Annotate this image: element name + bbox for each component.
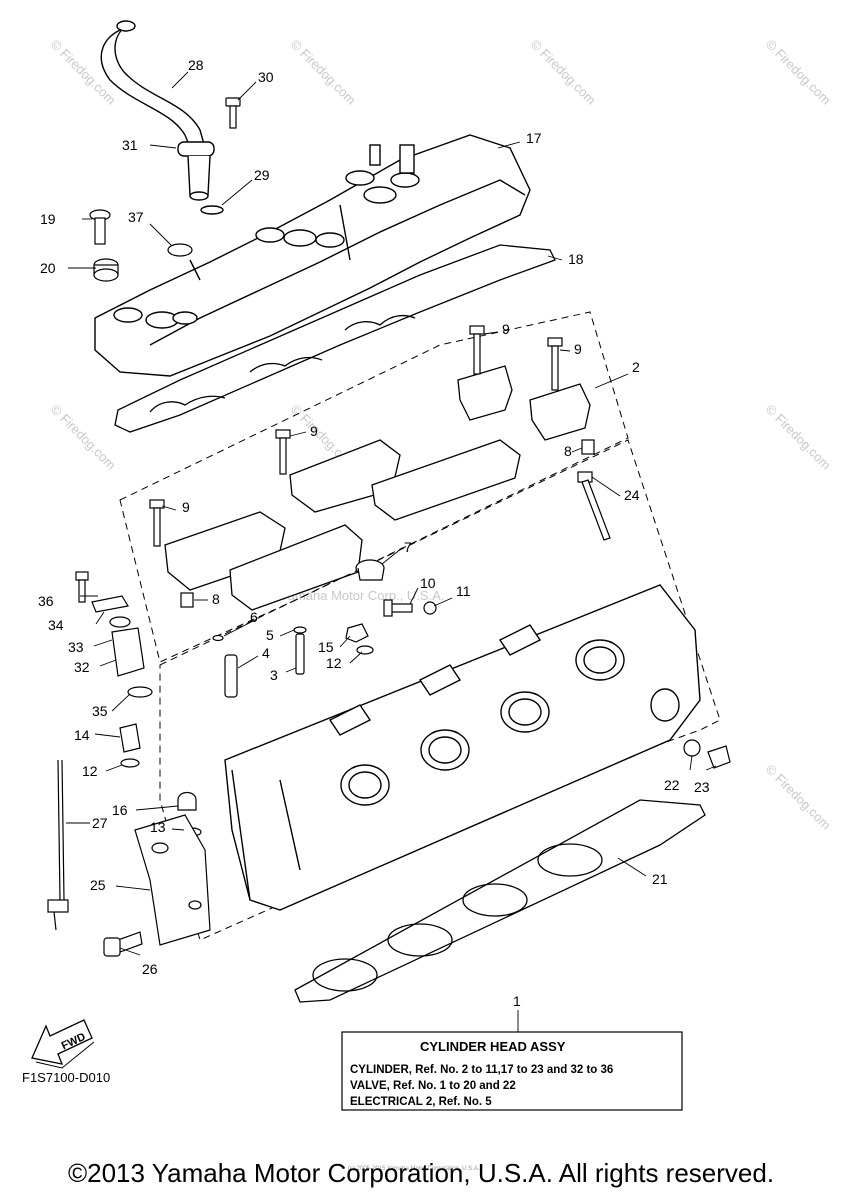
head-gasket — [294, 799, 706, 1003]
callout-7: 7 — [404, 539, 412, 555]
callout-22: 22 — [664, 777, 680, 793]
diagram-code: F1S7100-D010 — [22, 1070, 110, 1085]
callout-11: 11 — [456, 583, 471, 599]
bolt-30 — [225, 97, 241, 129]
legend-line: VALVE, Ref. No. 1 to 20 and 22 — [350, 1080, 516, 1092]
callout-35: 35 — [92, 703, 108, 719]
leader-lines — [66, 71, 717, 1032]
callout-21: 21 — [652, 871, 668, 887]
callout-2: 2 — [632, 359, 640, 375]
callout-9c: 9 — [310, 423, 318, 439]
callout-5: 5 — [266, 627, 274, 643]
camshaft-cap-group — [119, 311, 629, 663]
callout-9b: 9 — [574, 341, 582, 357]
temp-sensor-parts — [75, 571, 153, 768]
callout-17: 17 — [526, 130, 542, 146]
cover-gasket — [114, 244, 556, 433]
callout-24: 24 — [624, 487, 640, 503]
bolt-10 — [383, 599, 437, 617]
wire-27 — [47, 759, 69, 931]
breather-pipe — [100, 20, 224, 215]
callout-37: 37 — [128, 209, 144, 225]
callout-3: 3 — [270, 667, 278, 683]
callout-29: 29 — [254, 167, 270, 183]
callout-30: 30 — [258, 69, 274, 85]
callout-19: 19 — [40, 211, 56, 227]
nut-15 — [345, 623, 374, 655]
watermark-center: Yamaha Motor Corp., U.S.A. — [280, 588, 445, 603]
watermark: © Firedog.com — [288, 37, 359, 108]
legend-title: CYLINDER HEAD ASSY — [420, 1039, 566, 1054]
cylinder-head — [159, 439, 721, 941]
valve-parts — [212, 559, 385, 698]
callout-32: 32 — [74, 659, 90, 675]
bracket-25 — [103, 814, 211, 957]
callout-10: 10 — [420, 575, 436, 591]
callout-8b: 8 — [212, 591, 220, 607]
callout-4: 4 — [262, 645, 270, 661]
callout-9a: 9 — [502, 321, 510, 337]
legend-line: ELECTRICAL 2, Ref. No. 5 — [350, 1096, 492, 1108]
bolt-19 — [89, 209, 193, 282]
small-copyright: (c) 2005-2015 Yamaha Motor Corporation, … — [348, 1166, 480, 1172]
callout-16: 16 — [112, 802, 128, 818]
callout-34: 34 — [48, 617, 64, 633]
callout-33: 33 — [68, 639, 84, 655]
callout-14: 14 — [74, 727, 90, 743]
callout-12b: 12 — [82, 763, 98, 779]
callout-8a: 8 — [564, 443, 572, 459]
watermark: © Firedog.com — [763, 402, 834, 473]
callout-31: 31 — [122, 137, 138, 153]
callout-18: 18 — [568, 251, 584, 267]
watermark: © Firedog.com — [528, 37, 599, 108]
callout-6: 6 — [250, 609, 258, 625]
callout-26: 26 — [142, 961, 158, 977]
callout-12a: 12 — [326, 655, 342, 671]
watermark: © Firedog.com — [763, 762, 834, 833]
valve-cover — [94, 134, 531, 377]
watermark: © Firedog.com — [48, 37, 119, 108]
legend-box: CYLINDER HEAD ASSY CYLINDER, Ref. No. 2 … — [341, 1031, 683, 1111]
callout-20: 20 — [40, 260, 56, 276]
callout-36: 36 — [38, 593, 54, 609]
callout-13: 13 — [150, 819, 166, 835]
legend-line: CYLINDER, Ref. No. 2 to 11,17 to 23 and … — [350, 1064, 613, 1076]
callout-15: 15 — [318, 639, 334, 655]
callout-labels: 1 2 3 4 5 6 7 8 8 9 9 9 9 10 11 12 12 13… — [38, 57, 710, 1009]
callout-1: 1 — [513, 993, 521, 1009]
callout-28: 28 — [188, 57, 204, 73]
callout-23: 23 — [694, 779, 710, 795]
stud-bolt-24 — [577, 471, 611, 541]
copyright-notice: ©2013 Yamaha Motor Corporation, U.S.A. A… — [67, 1158, 775, 1188]
watermark: © Firedog.com — [763, 37, 834, 108]
callout-25: 25 — [90, 877, 106, 893]
callout-27: 27 — [92, 815, 108, 831]
callout-9d: 9 — [182, 499, 190, 515]
fwd-arrow: FWD — [31, 1019, 95, 1069]
watermark: © Firedog.com — [48, 402, 119, 473]
